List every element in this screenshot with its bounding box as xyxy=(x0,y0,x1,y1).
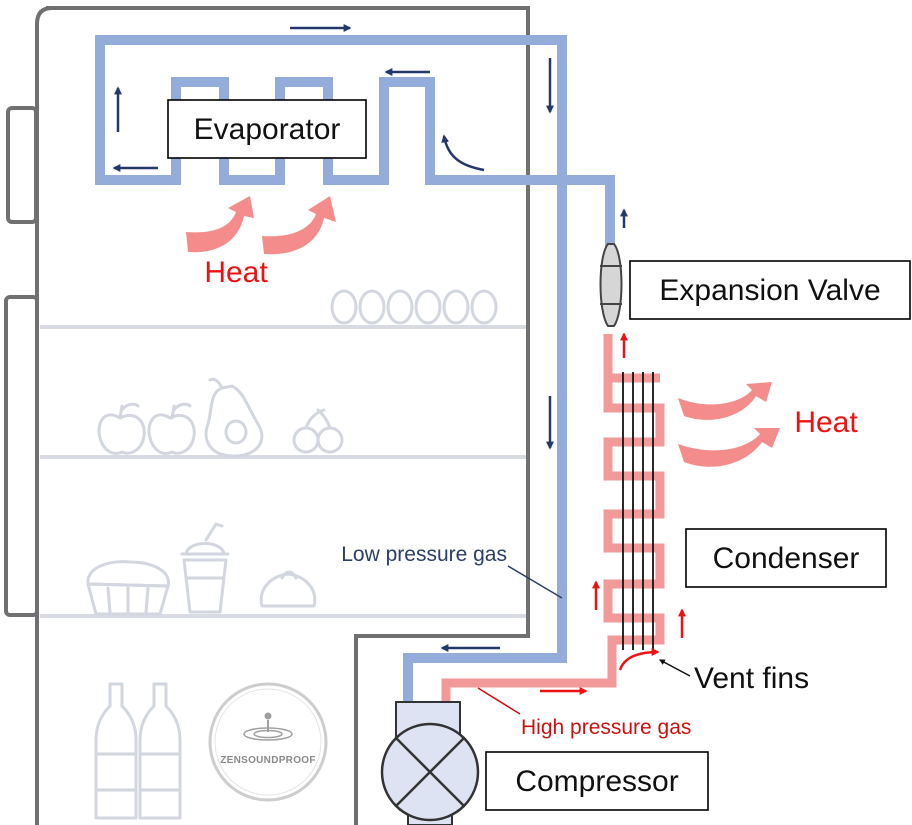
fridge-handle-bottom xyxy=(4,295,39,617)
compressor-label-box xyxy=(485,751,709,811)
low-pressure-leader xyxy=(507,565,563,599)
high-pressure-line xyxy=(441,334,665,702)
expansion-valve xyxy=(599,243,623,327)
bun-icon xyxy=(259,570,317,608)
eggs-icon xyxy=(330,289,498,325)
low-pressure-gas-label: Low pressure gas xyxy=(341,543,507,566)
fruit-icon xyxy=(97,377,344,458)
flow-arrows-blue xyxy=(112,23,629,653)
drink-cup-icon xyxy=(180,522,230,614)
vent-fins-label: Vent fins xyxy=(694,662,809,695)
logo-text: ZENSOUNDPROOF xyxy=(220,755,316,766)
evaporator-label: Evaporator xyxy=(194,113,341,146)
vent-fins-leader xyxy=(658,659,691,677)
fridge-handle-top xyxy=(6,106,38,224)
bottle-icon xyxy=(94,682,182,820)
heat-released-label: Heat xyxy=(794,406,858,439)
heat-released-arrows xyxy=(678,382,780,467)
heat-absorbed-arrows xyxy=(186,196,336,255)
compressor xyxy=(380,701,480,825)
high-pressure-leader xyxy=(477,687,521,715)
low-pressure-line xyxy=(95,35,615,702)
condenser-label-box xyxy=(685,528,887,588)
flow-arrows-red xyxy=(540,332,687,696)
heat-absorbed-label: Heat xyxy=(204,256,268,289)
compressor-label: Compressor xyxy=(515,765,678,798)
evaporator-label-box xyxy=(167,99,367,159)
logo-seal: ZENSOUNDPROOF xyxy=(208,682,328,802)
expansion-valve-label-box xyxy=(629,260,911,320)
condenser-label: Condenser xyxy=(713,542,860,575)
high-pressure-gas-label: High pressure gas xyxy=(521,716,691,739)
pie-icon xyxy=(86,560,170,616)
expansion-valve-label: Expansion Valve xyxy=(659,274,880,307)
fridge-outline xyxy=(35,6,530,825)
vent-fins xyxy=(622,372,654,650)
